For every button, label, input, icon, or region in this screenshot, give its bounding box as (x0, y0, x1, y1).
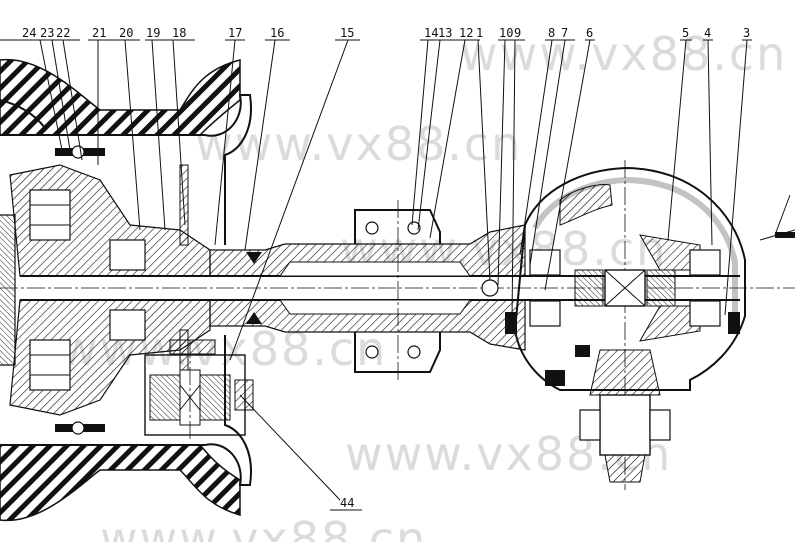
callout-22: 22 (56, 26, 70, 40)
callout-20: 20 (119, 26, 133, 40)
callout-23: 23 (40, 26, 54, 40)
brake-assembly (144, 339, 254, 440)
callout-9: 9 (514, 26, 521, 40)
callout-5: 5 (682, 26, 689, 40)
callout-3: 3 (743, 26, 750, 40)
wheel-hub (0, 145, 211, 435)
callout-7: 7 (561, 26, 568, 40)
axle-shaft (0, 275, 795, 301)
callout-8: 8 (548, 26, 555, 40)
callout-labels: 24 23 22 21 20 19 18 17 16 15 14 13 12 1… (22, 26, 750, 510)
callout-17: 17 (228, 26, 242, 40)
tyre-section-top (0, 58, 241, 136)
callout-21: 21 (92, 26, 106, 40)
callout-6: 6 (586, 26, 593, 40)
watermark-text: www.vx88.cn (195, 117, 522, 171)
callout-12: 12 (459, 26, 473, 40)
callout-44: 44 (340, 496, 354, 510)
callout-1: 1 (476, 26, 483, 40)
tyre-section-bottom (0, 444, 241, 522)
callout-13: 13 (438, 26, 452, 40)
callout-10: 10 (499, 26, 513, 40)
callout-19: 19 (146, 26, 160, 40)
callout-15: 15 (340, 26, 354, 40)
axle-housing-tube (209, 200, 526, 380)
callout-16: 16 (270, 26, 284, 40)
watermark-text: www.vx88.cn (100, 512, 427, 542)
callout-14: 14 (424, 26, 438, 40)
callout-24: 24 (22, 26, 36, 40)
callout-4: 4 (704, 26, 711, 40)
callout-18: 18 (172, 26, 186, 40)
leader-lines (0, 39, 752, 511)
differential-housing (505, 160, 795, 490)
